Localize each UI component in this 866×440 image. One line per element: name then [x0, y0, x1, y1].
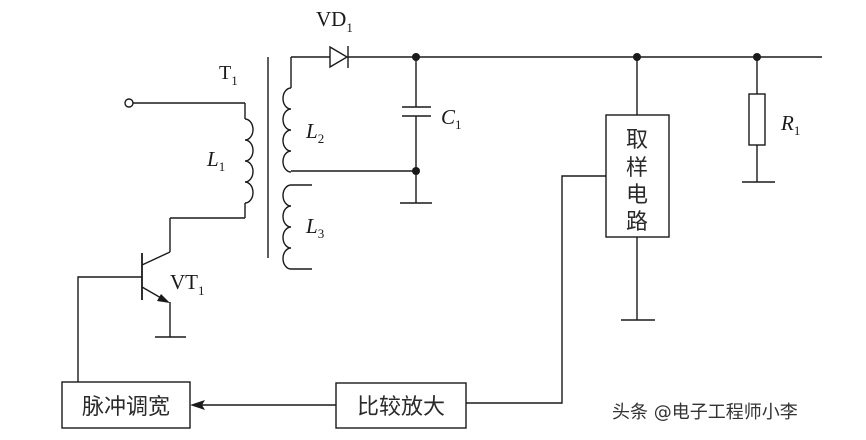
label-r1: R1	[780, 111, 800, 138]
input-terminal	[124, 98, 134, 108]
label-t1: T1	[219, 62, 238, 88]
base-drive-wire	[77, 276, 142, 382]
label-vd1: VD1	[316, 7, 353, 35]
label-l3: L3	[305, 214, 324, 241]
sampling-char: 样	[626, 156, 648, 181]
resistor-r1	[748, 57, 766, 182]
diode-vd1	[329, 45, 349, 69]
label-l1: L1	[206, 147, 225, 174]
label-vt1: VT1	[170, 270, 205, 298]
transistor-vt1	[141, 251, 171, 337]
aux-coil-l3	[282, 184, 312, 270]
sampling-char: 路	[626, 210, 648, 235]
sampling-char: 取	[626, 128, 648, 153]
pwm-block	[61, 381, 191, 429]
arrow-icon	[190, 400, 205, 410]
watermark: 头条 @电子工程师小李	[612, 402, 798, 423]
pwm-label: 脉冲调宽	[82, 395, 170, 420]
label-l2: L2	[305, 119, 324, 146]
sampling-char: 电	[626, 183, 648, 208]
feedback-wire	[466, 175, 606, 404]
comparator-label: 比较放大	[357, 395, 445, 420]
capacitor-c1	[402, 57, 431, 203]
secondary-coil-l2	[282, 57, 416, 173]
primary-coil-l1	[169, 103, 254, 252]
label-c1: C1	[441, 105, 462, 132]
